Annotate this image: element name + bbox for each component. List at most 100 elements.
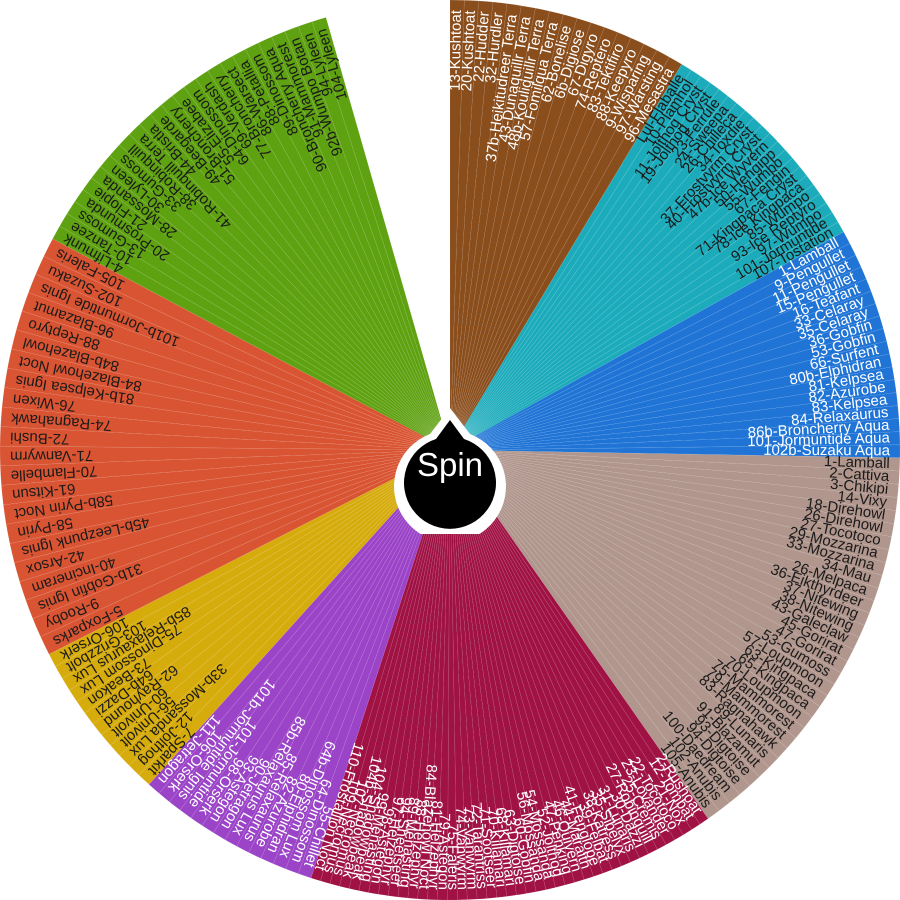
wheel-segment <box>16 310 451 451</box>
wheel-segment <box>449 449 821 718</box>
wheel-segment <box>449 449 883 589</box>
wheel-segment <box>449 379 897 451</box>
wheel-segment <box>0 406 451 451</box>
wheel-segment <box>449 202 833 451</box>
wheel-segment <box>449 10 564 451</box>
segment-label: 81-Helzephyr <box>425 800 445 890</box>
wheel-segment <box>449 449 527 896</box>
wheel-segment <box>449 1 508 451</box>
wheel-segment <box>449 449 805 739</box>
wheel-segment <box>449 449 547 893</box>
wheel-segment <box>449 449 498 899</box>
wheel-segment <box>449 449 684 841</box>
wheel-segment <box>195 70 451 451</box>
wheel-segment <box>449 14 578 451</box>
wheel-segment <box>449 125 771 451</box>
wheel-segment <box>449 17 592 451</box>
wheel-segment <box>449 366 895 451</box>
wheel-segment <box>320 449 451 885</box>
wheel-segment <box>449 449 658 855</box>
wheel-segment <box>109 144 451 451</box>
segment-label: 73-Vanwyrm <box>460 806 481 890</box>
segment-label: 72-Tarantriss <box>467 802 490 890</box>
wheel-segment <box>118 133 451 451</box>
wheel-segment <box>61 449 451 691</box>
wheel-segment <box>449 449 860 650</box>
wheel-segment <box>449 449 842 685</box>
wheel-segment <box>449 88 729 451</box>
wheel-segment <box>329 449 451 887</box>
wheel-segment <box>298 21 451 451</box>
wheel-segment <box>66 201 451 451</box>
wheel-segment <box>52 225 451 451</box>
wheel-segment <box>284 25 451 451</box>
wheel-segment <box>449 392 899 451</box>
wheel-segment <box>449 449 640 863</box>
wheel-segment <box>449 166 808 451</box>
wheel-segment <box>368 449 451 895</box>
wheel-segment <box>449 221 844 451</box>
wheel-segment <box>91 166 451 451</box>
wheel-segment <box>397 449 451 899</box>
wheel-segment <box>449 449 900 498</box>
wheel-segment <box>449 449 741 804</box>
wheel-segment <box>183 78 451 451</box>
wheel-segment <box>59 213 451 451</box>
wheel-segment <box>32 449 451 638</box>
spin-button[interactable]: Spin <box>385 404 515 543</box>
wheel-segment <box>449 449 897 525</box>
wheel-segment <box>69 449 451 703</box>
wheel-segment <box>449 278 872 451</box>
wheel-segment <box>7 348 451 451</box>
wheel-segment <box>109 449 451 756</box>
wheel-segment <box>219 55 451 451</box>
wheel-segment <box>449 449 797 749</box>
wheel-segment <box>128 123 451 451</box>
wheel-segment <box>149 104 451 451</box>
wheel-segment <box>0 426 451 451</box>
wheel-segment <box>377 449 451 897</box>
wheel-segment <box>160 95 451 451</box>
wheel-segment <box>449 0 479 451</box>
wheel-segment <box>172 86 451 451</box>
wheel-segment <box>201 449 451 834</box>
wheel-segment <box>449 193 827 451</box>
wheel-segment <box>339 449 451 889</box>
wheel-segment <box>13 449 451 582</box>
wheel-segment <box>449 449 770 778</box>
wheel-segment <box>449 449 895 538</box>
wheel-segment <box>449 449 760 787</box>
wheel-segment <box>449 449 622 871</box>
wheel-segment <box>248 449 451 859</box>
wheel-segment <box>449 449 788 759</box>
wheel-segment <box>449 449 649 859</box>
wheel-segment <box>449 449 537 894</box>
wheel-segment <box>449 132 778 451</box>
wheel-segment <box>28 273 451 451</box>
wheel-segment <box>449 449 709 825</box>
wheel-segment <box>449 212 839 451</box>
wheel-segment <box>449 449 667 850</box>
wheel-segment <box>449 75 711 451</box>
segment-label: 101-Jormuntide Aqua <box>747 429 891 450</box>
segment-label: 22-Hudder <box>470 11 493 83</box>
wheel-segment <box>449 7 550 451</box>
wheel-segment <box>3 449 451 525</box>
wheel-segment <box>272 449 451 870</box>
wheel-segment <box>449 449 848 674</box>
wheel-segment <box>449 449 693 836</box>
wheel-segment <box>19 449 451 601</box>
wheel-segment <box>449 405 900 451</box>
wheel-segment <box>449 175 814 451</box>
wheel-segment <box>4 367 451 451</box>
wheel-segment <box>9 449 451 564</box>
wheel-segment <box>449 449 566 888</box>
wheel-segment <box>84 449 451 725</box>
segment-label: 13-Kushtoat <box>447 9 465 91</box>
wheel-segment <box>449 449 854 662</box>
wheel-segment <box>358 449 451 893</box>
wheel-segment <box>128 449 451 776</box>
wheel-segment <box>449 254 862 451</box>
segment-label: 20-Kushtoat <box>458 9 479 91</box>
